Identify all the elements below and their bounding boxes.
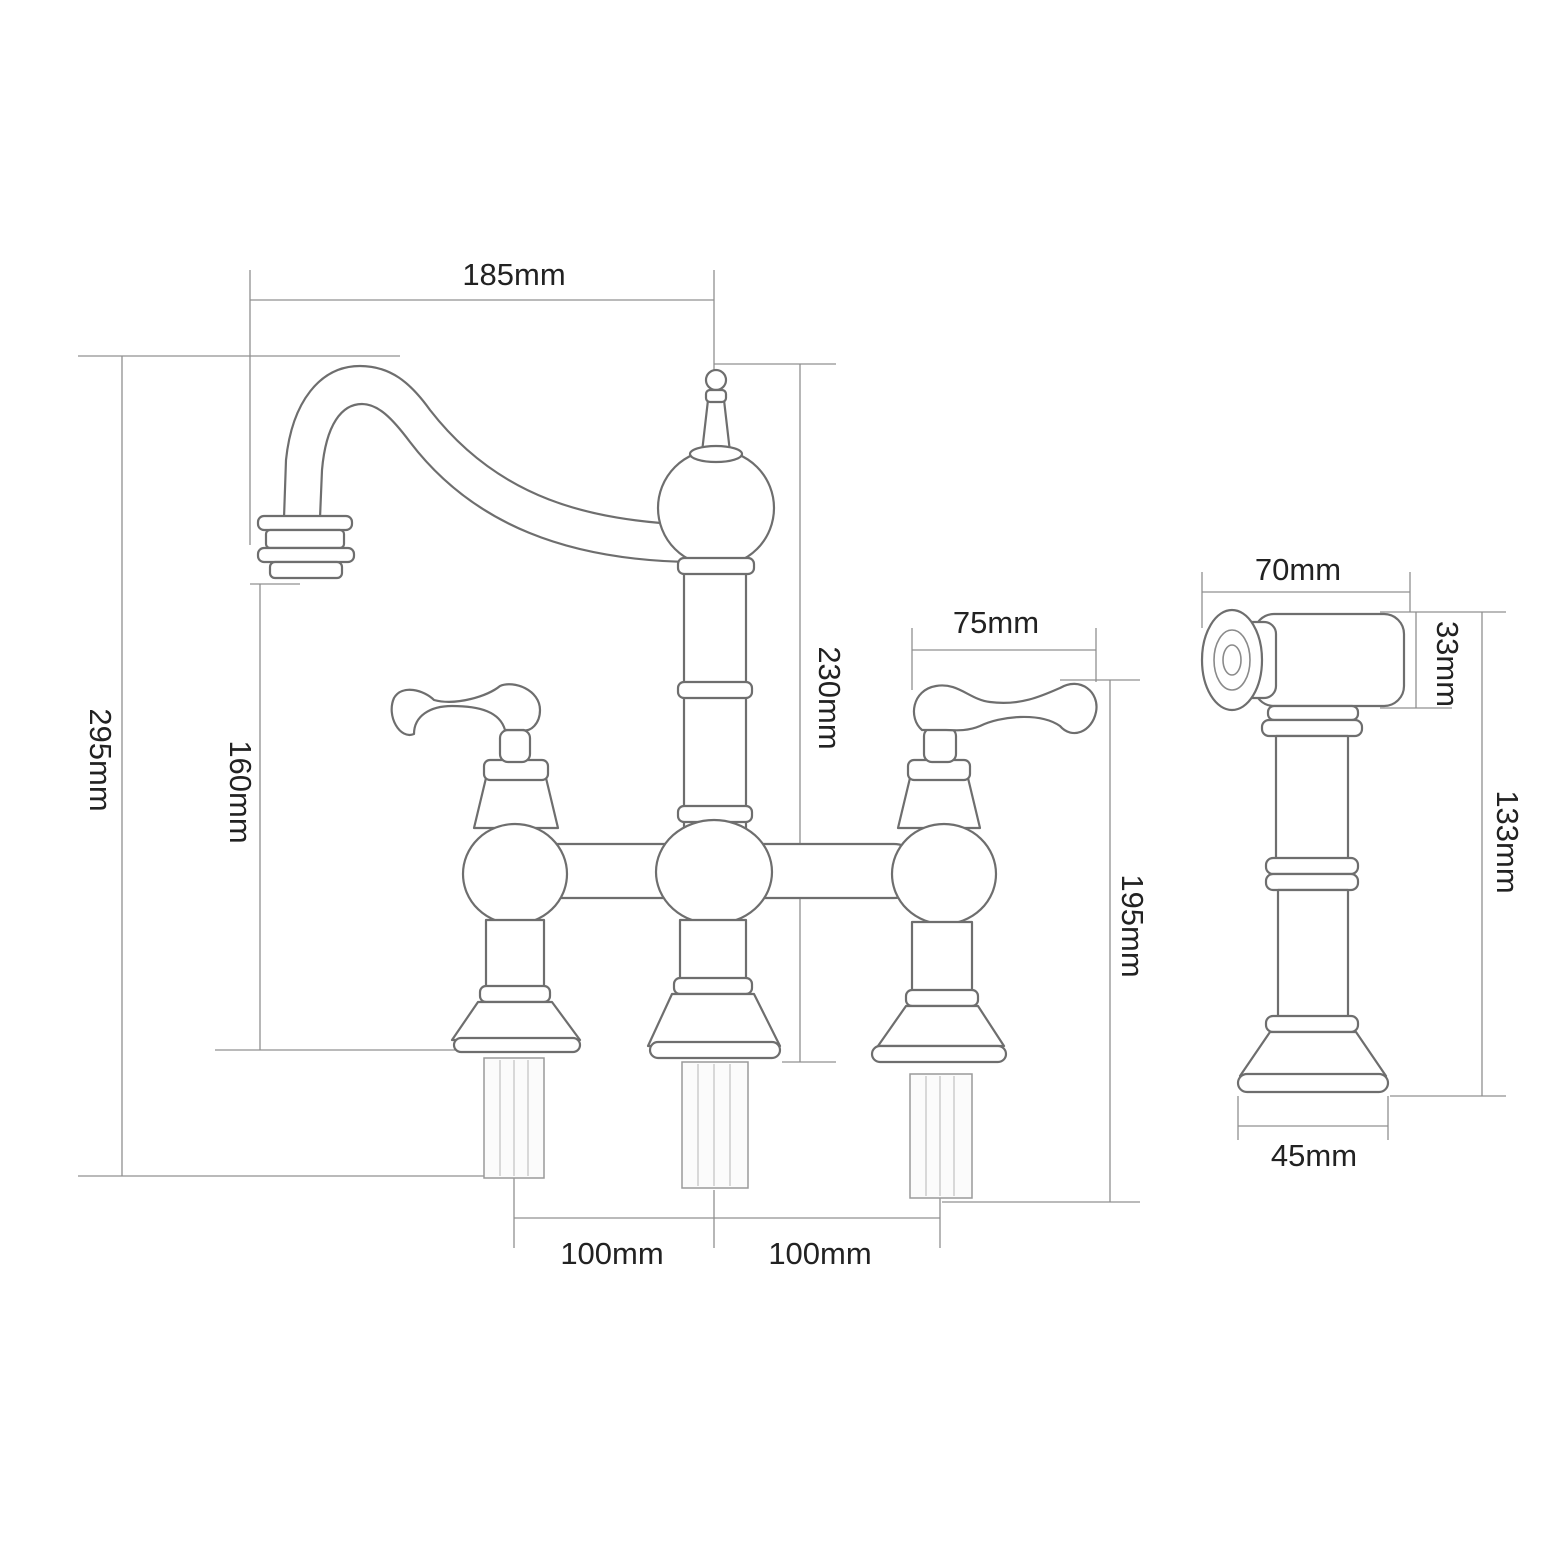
sprayer-base-label: 45mm <box>1271 1138 1357 1173</box>
sprayer-head-label: 33mm <box>1430 621 1465 707</box>
body-height-label: 230mm <box>812 646 847 749</box>
dimension-lines <box>78 270 1506 1248</box>
center-column <box>656 368 776 832</box>
dimension-labels: 185mm 295mm 160mm 230mm 75mm 195mm 100mm… <box>83 257 1525 1271</box>
handle-height-label: 195mm <box>1115 874 1150 977</box>
right-valve <box>870 682 1098 1064</box>
spacing-left-label: 100mm <box>560 1236 663 1271</box>
spacing-right-label: 100mm <box>768 1236 871 1271</box>
left-valve <box>390 683 582 1054</box>
spout <box>256 364 692 580</box>
overall-height-label: 295mm <box>83 708 118 811</box>
spout-reach-label: 185mm <box>462 257 565 292</box>
spout-clearance-label: 160mm <box>223 740 258 843</box>
sprayer-length-label: 70mm <box>1255 552 1341 587</box>
bridge-faucet <box>256 364 1098 1199</box>
sprayer-height-label: 133mm <box>1490 790 1525 893</box>
handle-length-label: 75mm <box>953 605 1039 640</box>
center-hub <box>646 818 782 1060</box>
side-sprayer <box>1200 608 1406 1094</box>
right-shank <box>909 1073 973 1199</box>
left-shank <box>483 1057 545 1179</box>
center-shank <box>681 1061 749 1189</box>
